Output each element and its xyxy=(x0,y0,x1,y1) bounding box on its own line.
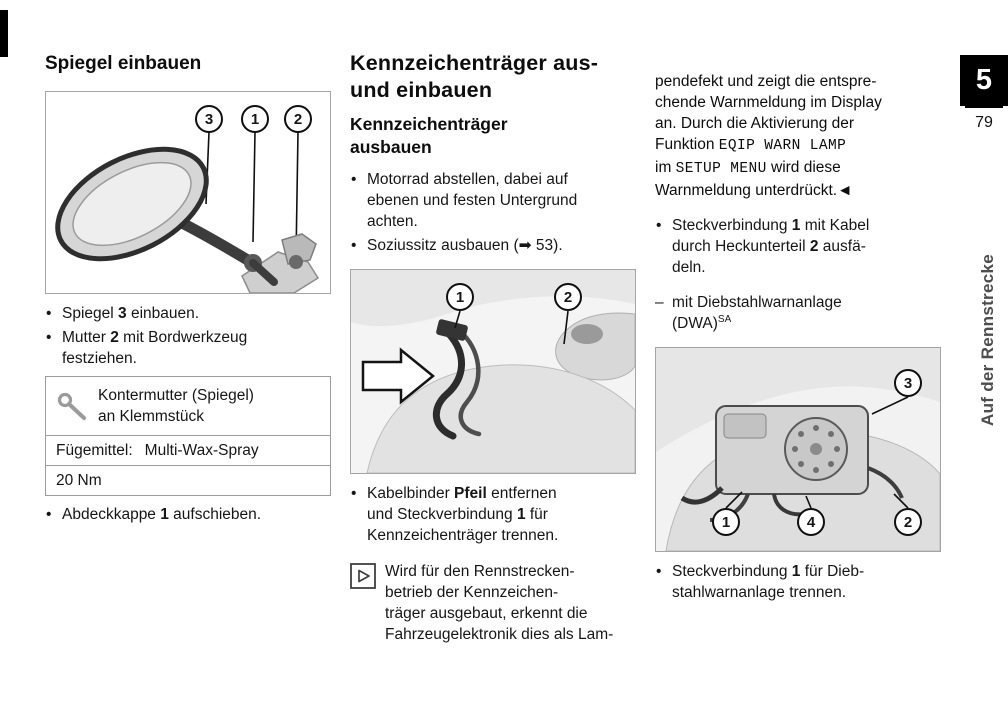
instruction-list: Steckverbindung 1 mit Kabel durch Heckun… xyxy=(655,215,941,278)
callout-1: 1 xyxy=(241,105,269,133)
callout-2: 2 xyxy=(554,283,582,311)
condition-list: mit Diebstahlwarnanlage (DWA)SA xyxy=(655,292,941,334)
pfeil-arrow-icon xyxy=(361,347,435,405)
instruction-item-crossref: Soziussitz ausbauen (➡ 53). xyxy=(350,235,636,256)
torque-spec-table: Kontermutter (Spiegel) an Klemmstück Füg… xyxy=(45,376,331,496)
callout-3: 3 xyxy=(894,369,922,397)
continuation-paragraph: pendefekt und zeigt die entspre- chende … xyxy=(655,73,882,199)
instruction-item: Steckverbindung 1 mit Kabel durch Heckun… xyxy=(655,215,941,278)
column-right: pendefekt und zeigt die entspre- chende … xyxy=(655,50,941,606)
callout-2: 2 xyxy=(284,105,312,133)
section-heading-kennzeichentraeger: Kennzeichenträger aus- und einbauen xyxy=(350,51,599,102)
callout-1: 1 xyxy=(446,283,474,311)
display-function-text: EQIP WARN LAMP xyxy=(718,138,847,154)
torque-agent-label: Fügemittel: xyxy=(56,442,133,459)
figure-kennzeichentraeger: 1 2 xyxy=(350,269,636,474)
section-heading-spiegel: Spiegel einbauen xyxy=(45,53,202,74)
instruction-item: Spiegel 3 einbauen. xyxy=(45,303,331,324)
instruction-item: Kabelbinder Pfeil entfernen und Steckver… xyxy=(350,483,636,546)
callout-2: 2 xyxy=(894,508,922,536)
torque-item-row: Kontermutter (Spiegel) an Klemmstück xyxy=(46,377,330,435)
display-menu-text: SETUP MENU xyxy=(675,161,767,177)
instruction-item: Motorrad abstellen, dabei auf ebenen und… xyxy=(350,169,636,232)
column-middle: Kennzeichenträger aus- und einbauen Kenn… xyxy=(350,50,636,645)
note-block: Wird für den Rennstrecken- betrieb der K… xyxy=(350,561,636,645)
instruction-list: Kabelbinder Pfeil entfernen und Steckver… xyxy=(350,483,636,546)
callout-4: 4 xyxy=(797,508,825,536)
page-number: 79 xyxy=(965,106,1003,133)
instruction-list: Motorrad abstellen, dabei auf ebenen und… xyxy=(350,169,636,256)
instruction-item: Abdeckkappe 1 aufschieben. xyxy=(45,504,331,525)
sa-superscript: SA xyxy=(717,313,732,325)
torque-value-row: 20 Nm xyxy=(46,465,330,495)
instruction-list: Steckverbindung 1 für Dieb- stahlwarnanl… xyxy=(655,561,941,603)
corner-mark xyxy=(0,10,8,57)
figure-mirror: 3 1 2 xyxy=(45,91,331,294)
torque-agent-value: Multi-Wax-Spray xyxy=(144,442,259,459)
torque-agent-row: Fügemittel: Multi-Wax-Spray xyxy=(46,435,330,465)
instruction-item: Mutter 2 mit Bordwerkzeug festziehen. xyxy=(45,327,331,369)
mirror-illustration xyxy=(55,131,320,293)
note-text: Wird für den Rennstrecken- betrieb der K… xyxy=(385,563,614,643)
instruction-list: Abdeckkappe 1 aufschieben. xyxy=(45,504,331,525)
torque-value: 20 Nm xyxy=(56,472,102,489)
instruction-list: Spiegel 3 einbauen. Mutter 2 mit Bordwer… xyxy=(45,303,331,369)
chapter-title-vertical: Auf der Rennstrecke xyxy=(978,254,997,426)
callout-1: 1 xyxy=(712,508,740,536)
chapter-number-tab: 5 xyxy=(960,55,1008,106)
condition-item: mit Diebstahlwarnanlage (DWA)SA xyxy=(655,292,941,334)
callout-3: 3 xyxy=(195,105,223,133)
column-left: Spiegel einbauen 3 1 2 S xyxy=(45,52,331,528)
figure-dwa: 3 1 4 2 xyxy=(655,347,941,552)
subsection-heading-ausbauen: Kennzeichenträger ausbauen xyxy=(350,114,508,157)
wrench-icon xyxy=(56,391,90,421)
torque-item-text: Kontermutter (Spiegel) an Klemmstück xyxy=(98,387,254,425)
note-icon xyxy=(350,563,376,589)
instruction-item: Steckverbindung 1 für Dieb- stahlwarnanl… xyxy=(655,561,941,603)
underseat-illustration xyxy=(351,270,635,473)
